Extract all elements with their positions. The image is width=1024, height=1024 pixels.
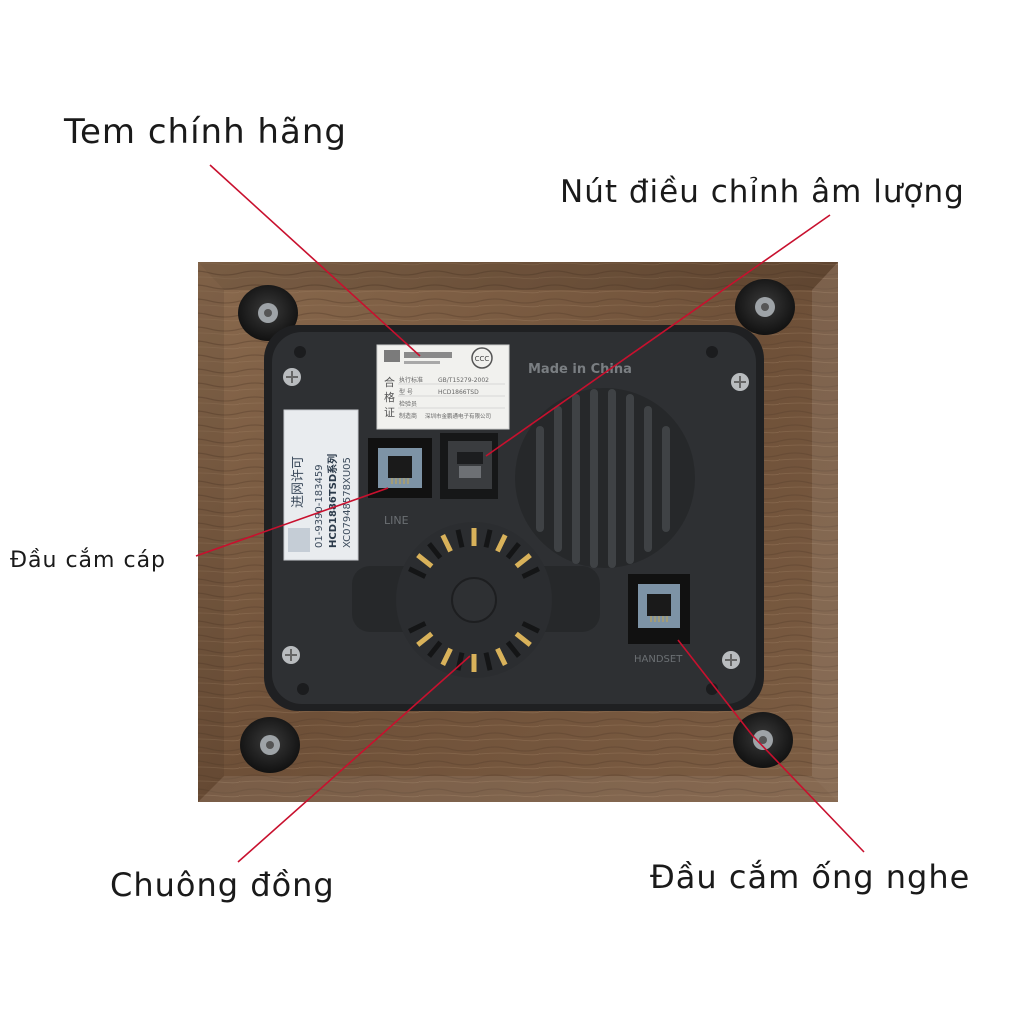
license-line2: HCD1886TSD系列 — [326, 454, 339, 548]
cert-char-3: 证 — [384, 406, 395, 419]
label-bell: Chuông đồng — [110, 866, 335, 904]
label-genuine-stamp: Tem chính hãng — [64, 112, 347, 152]
bell-vent-slot — [483, 529, 493, 548]
callout-line-genuine-stamp — [209, 164, 421, 357]
bell-vent-slot — [514, 553, 532, 569]
rubber-feet — [238, 279, 795, 773]
line-port-label: LINE — [384, 514, 409, 527]
callout-line-cable-jack — [195, 487, 389, 557]
bell-vent-slot — [505, 542, 521, 560]
label-handset-jack: Đầu cắm ống nghe — [650, 858, 971, 896]
callout-line-volume-knob — [485, 214, 831, 457]
genuine-certificate-sticker: CCC 合 格 证 执行标准 GB/T15279-2002 型 号 HCD186… — [376, 344, 510, 430]
foot-top-right — [735, 279, 795, 335]
callout-line-handset-jack — [751, 734, 865, 853]
handset-port: HANDSET — [628, 574, 690, 665]
bell-vent-slot — [505, 640, 521, 658]
handset-port-label: HANDSET — [634, 654, 683, 665]
cert-char-1: 合 — [384, 375, 395, 389]
cert-row1-key: 执行标准 — [399, 376, 423, 384]
cert-row1-val: GB/T15279-2002 — [438, 377, 489, 384]
cert-row2-val: HCD1866TSD — [438, 389, 479, 396]
callout-line-handset-jack-2 — [677, 639, 753, 736]
bell-vent-slot — [427, 640, 443, 658]
screws — [282, 368, 749, 669]
bell-vent-slot — [408, 621, 427, 634]
foot-top-left — [238, 285, 298, 341]
callout-lines — [195, 164, 865, 863]
bell-vent-slot — [427, 542, 443, 560]
bell-vent-slots — [408, 528, 540, 672]
label-cable-jack: Đầu cắm cáp — [10, 548, 167, 573]
license-title: 进网许可 — [291, 456, 306, 508]
bell-vent-slot — [440, 647, 453, 666]
license-line1: 01-9390-183459 — [314, 464, 325, 548]
bell-vent-slot — [416, 553, 434, 569]
bell-vent-slot — [521, 621, 540, 634]
ccc-mark: CCC — [475, 355, 490, 363]
bell-vent-slot — [514, 631, 532, 647]
bell-vent-slot — [495, 647, 508, 666]
bell-vent-slot — [483, 652, 493, 671]
bell-housing — [352, 522, 600, 678]
made-in-label: Made in China — [528, 362, 632, 377]
foot-bottom-right — [733, 712, 793, 768]
speaker-grille: Made in China — [515, 362, 695, 568]
cert-row3-key: 检验员 — [399, 400, 417, 408]
bell-vent-slot — [440, 534, 453, 553]
network-license-sticker: 进网许可 01-9390-183459 HCD1886TSD系列 XC07948… — [283, 409, 359, 561]
bell-vent-slot — [408, 566, 427, 579]
bell-vent-slot — [495, 534, 508, 553]
line-port: LINE — [368, 438, 432, 527]
label-volume-knob: Nút điều chỉnh âm lượng — [560, 174, 965, 210]
bell-vent-slot — [521, 566, 540, 579]
callout-line-bell — [237, 655, 471, 863]
bell-vent-slot — [455, 529, 465, 548]
cert-row4-key: 制造商 — [399, 412, 417, 420]
cert-row2-key: 型 号 — [399, 388, 413, 396]
cert-char-2: 格 — [384, 390, 395, 404]
bell-vent-slot — [416, 631, 434, 647]
bell-vent-slot — [455, 652, 465, 671]
cert-row4-val: 深圳市金鹏通电子有限公司 — [425, 412, 491, 420]
foot-bottom-left — [240, 717, 300, 773]
volume-switch — [440, 433, 498, 499]
